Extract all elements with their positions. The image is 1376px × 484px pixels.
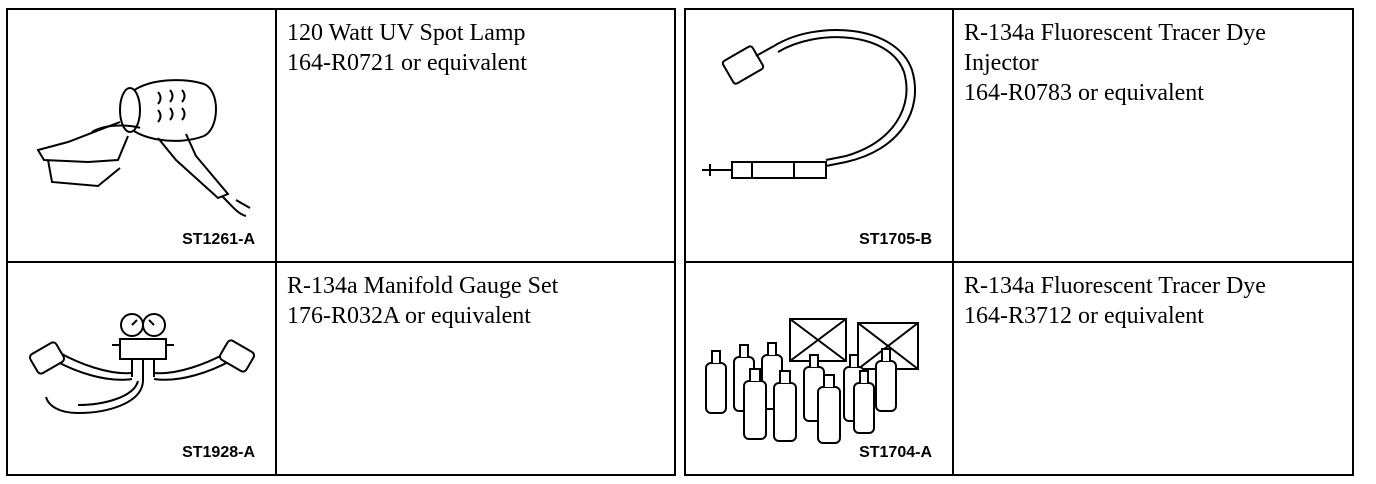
tool-part-number: 164-R0721 or equivalent (287, 50, 527, 76)
tool-part-number: 164-R3712 or equivalent (964, 303, 1204, 329)
tool-name: R-134a Fluorescent Tracer Dye (964, 273, 1266, 299)
tool-row-manifold-gauge-set: ST1928-A R-134a Manifold Gauge Set 176-R… (8, 263, 674, 474)
tool-description: 120 Watt UV Spot Lamp 164-R0721 or equiv… (277, 10, 674, 261)
tool-name: R-134a Fluorescent Tracer Dye (964, 20, 1266, 46)
figure-code: ST1704-A (859, 444, 932, 461)
uv-spot-lamp-icon (8, 10, 275, 261)
tool-illustration-cell: ST1704-A (686, 263, 954, 474)
tool-description: R-134a Fluorescent Tracer Dye Injector 1… (954, 10, 1352, 261)
tool-illustration-cell: ST1705-B (686, 10, 954, 261)
dye-injector-icon (686, 10, 952, 261)
tool-description: R-134a Fluorescent Tracer Dye 164-R3712 … (954, 263, 1352, 474)
tool-name-continued: Injector (964, 50, 1039, 76)
tool-illustration-cell: ST1928-A (8, 263, 277, 474)
tool-part-number: 176-R032A or equivalent (287, 303, 531, 329)
figure-code: ST1928-A (182, 444, 255, 461)
tool-illustration-cell: ST1261-A (8, 10, 277, 261)
figure-code: ST1261-A (182, 231, 255, 248)
tool-name: R-134a Manifold Gauge Set (287, 273, 559, 299)
tool-row-dye-injector: ST1705-B R-134a Fluorescent Tracer Dye I… (686, 10, 1352, 263)
tracer-dye-bottles-icon (686, 263, 952, 474)
figure-code: ST1705-B (859, 231, 932, 248)
tool-part-number: 164-R0783 or equivalent (964, 80, 1204, 106)
tool-row-uv-spot-lamp: ST1261-A 120 Watt UV Spot Lamp 164-R0721… (8, 10, 674, 263)
tool-table-right: ST1705-B R-134a Fluorescent Tracer Dye I… (684, 8, 1354, 476)
tool-row-tracer-dye: ST1704-A R-134a Fluorescent Tracer Dye 1… (686, 263, 1352, 474)
tool-description: R-134a Manifold Gauge Set 176-R032A or e… (277, 263, 674, 474)
tool-table-left: ST1261-A 120 Watt UV Spot Lamp 164-R0721… (6, 8, 676, 476)
manifold-gauge-set-icon (8, 263, 275, 474)
tool-name: 120 Watt UV Spot Lamp (287, 20, 526, 46)
